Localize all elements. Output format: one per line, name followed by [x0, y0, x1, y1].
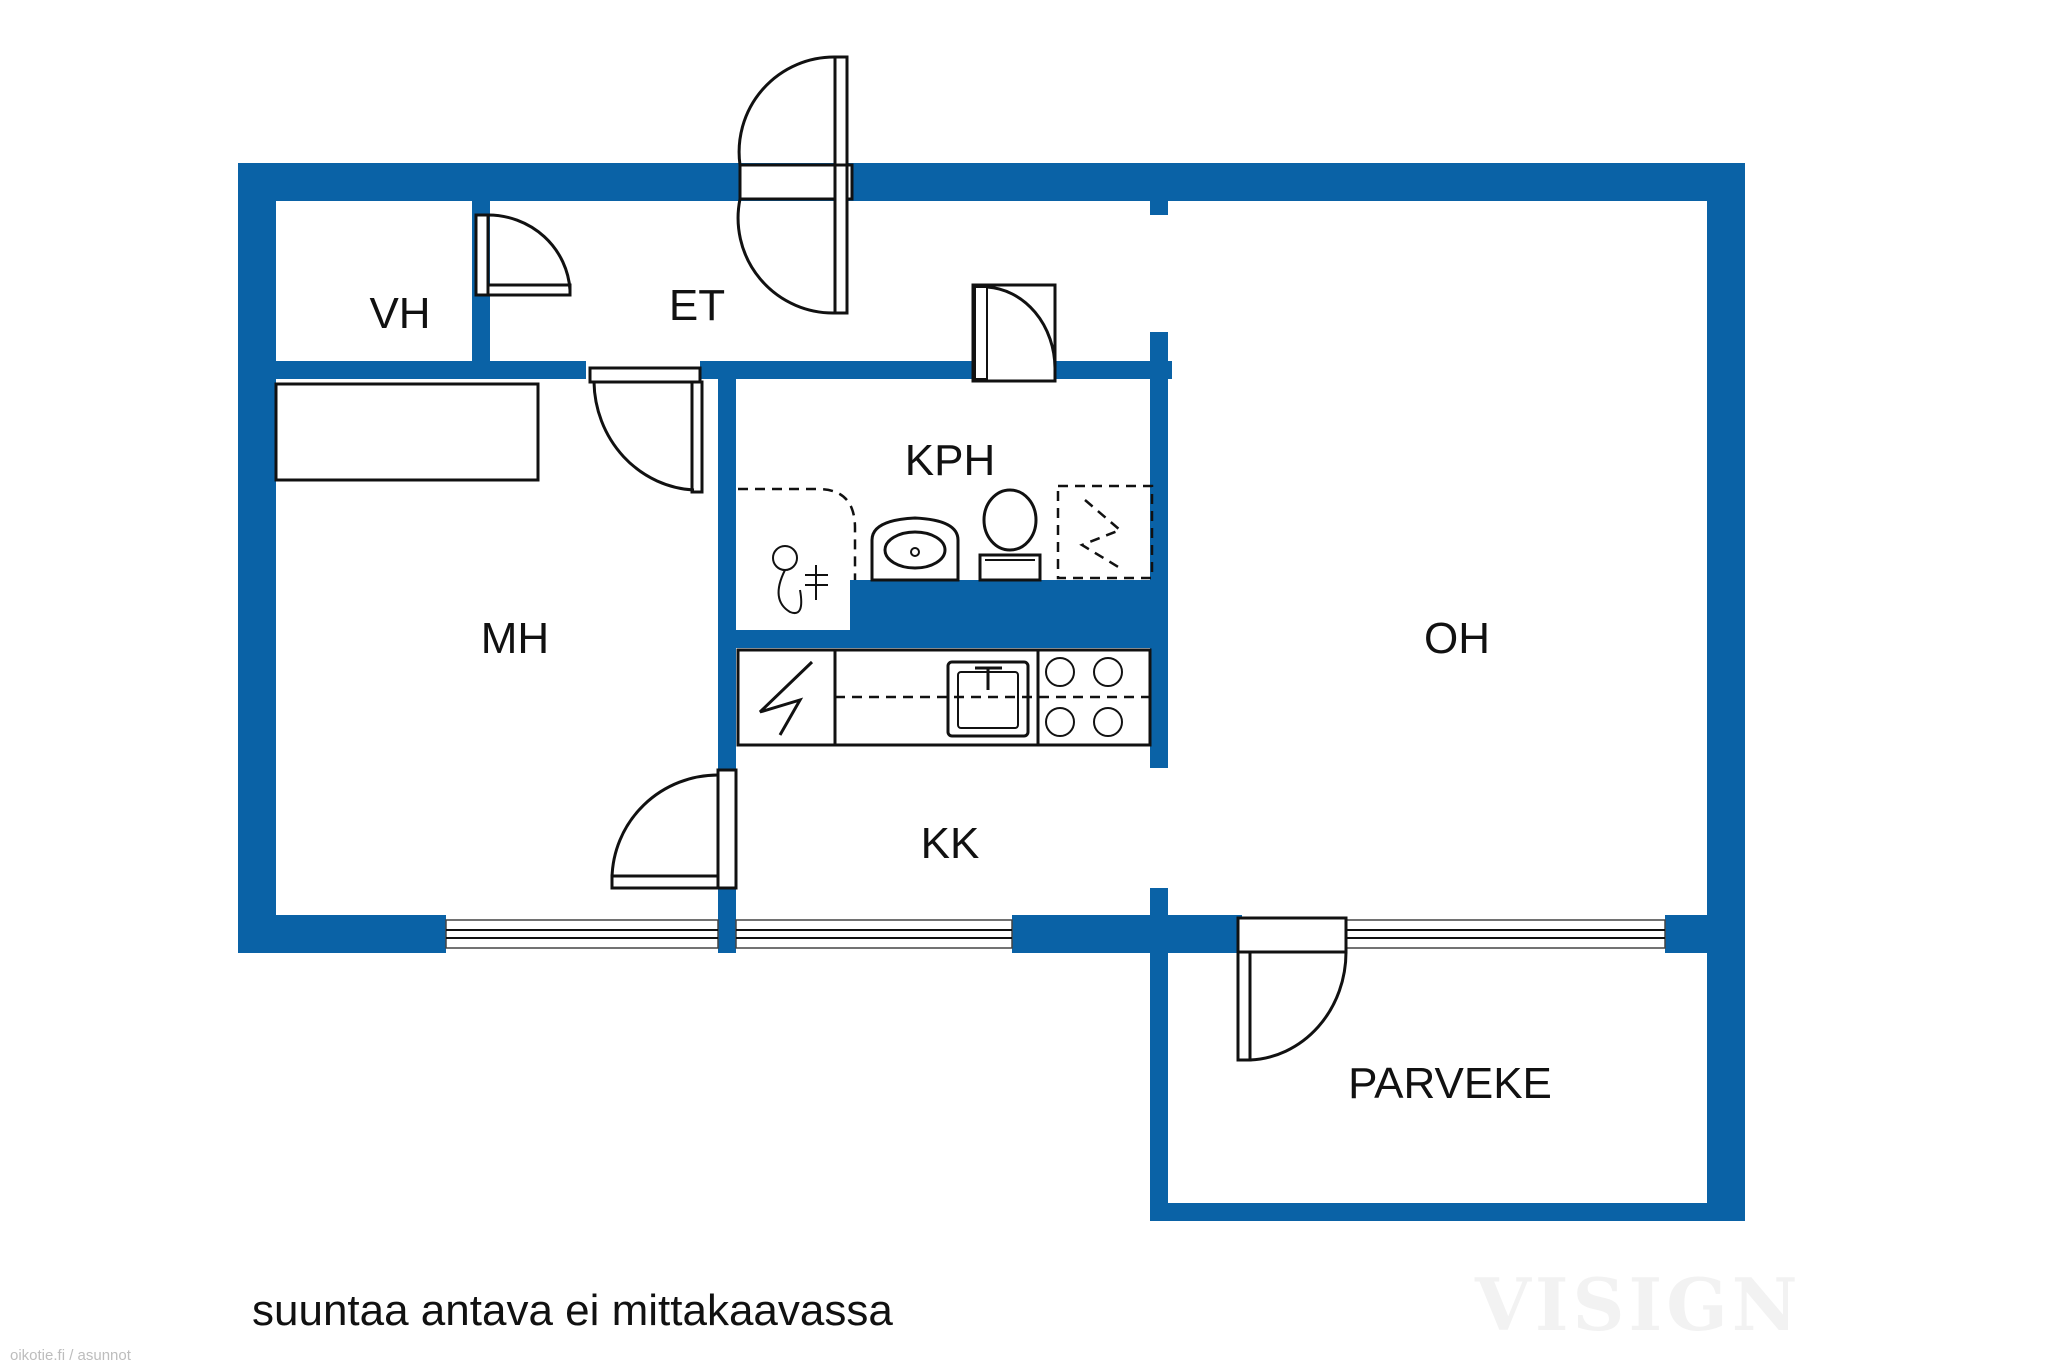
door-vh — [474, 213, 572, 297]
wall-kph-oh — [1150, 332, 1168, 768]
walls — [238, 163, 1745, 1221]
wall-balcony-bottom — [1150, 1203, 1745, 1221]
shower-icon — [772, 545, 828, 614]
visign-watermark: VISIGN — [1474, 1262, 1802, 1347]
room-label-vh: VH — [369, 289, 430, 338]
wall-kph-top-left — [718, 361, 973, 379]
wardrobe — [274, 382, 540, 482]
windows — [445, 919, 1666, 949]
window-oh — [1339, 919, 1666, 949]
wall-balcony-left — [1150, 953, 1168, 1221]
door-entrance — [736, 55, 854, 315]
room-label-mh: MH — [481, 614, 549, 663]
wall-outer-left — [238, 163, 276, 953]
washbasin-icon — [870, 516, 960, 582]
wall-kph-kitchen — [718, 630, 1168, 648]
wall-oh-stub-bottom — [1150, 888, 1168, 918]
door-mh-kk — [610, 768, 738, 890]
fridge — [758, 660, 814, 736]
wall-kph-top-right — [1052, 361, 1172, 379]
wall-bottom-center — [1012, 915, 1242, 953]
wall-vh-bottom — [276, 361, 586, 379]
kitchen-sink — [946, 660, 1030, 738]
wall-bottom-left — [238, 915, 446, 953]
wall-mh-kk — [718, 361, 736, 769]
wall-mh-kk-low — [718, 888, 736, 918]
window-mh — [445, 919, 719, 949]
shower-area — [738, 487, 857, 580]
wall-balcony-right — [1707, 953, 1745, 1221]
room-label-et: ET — [669, 281, 725, 330]
wall-outer-right — [1707, 163, 1745, 953]
room-label-kph: KPH — [905, 436, 995, 485]
fixtures — [274, 382, 1154, 747]
kitchen-counter — [736, 648, 1152, 747]
wall-bottom-right — [1665, 915, 1745, 953]
room-label-oh: OH — [1424, 614, 1490, 663]
door-mh — [588, 366, 704, 494]
source-credit: oikotie.fi / asunnot — [10, 1347, 132, 1364]
washing-machine — [1056, 484, 1154, 580]
scale-caption: suuntaa antava ei mittakaavassa — [252, 1286, 893, 1335]
door-kph — [971, 283, 1057, 383]
doors — [474, 55, 1348, 1062]
wall-bottom-mid-post — [718, 915, 736, 953]
room-label-parveke: PARVEKE — [1348, 1059, 1552, 1108]
wall-outer-top — [238, 163, 1745, 201]
stove — [1036, 650, 1123, 745]
room-label-kk: KK — [921, 819, 980, 868]
wall-oh-stub-top — [1150, 201, 1168, 215]
toilet-icon — [978, 488, 1042, 582]
window-kk — [735, 919, 1013, 949]
door-balcony — [1236, 916, 1348, 1062]
